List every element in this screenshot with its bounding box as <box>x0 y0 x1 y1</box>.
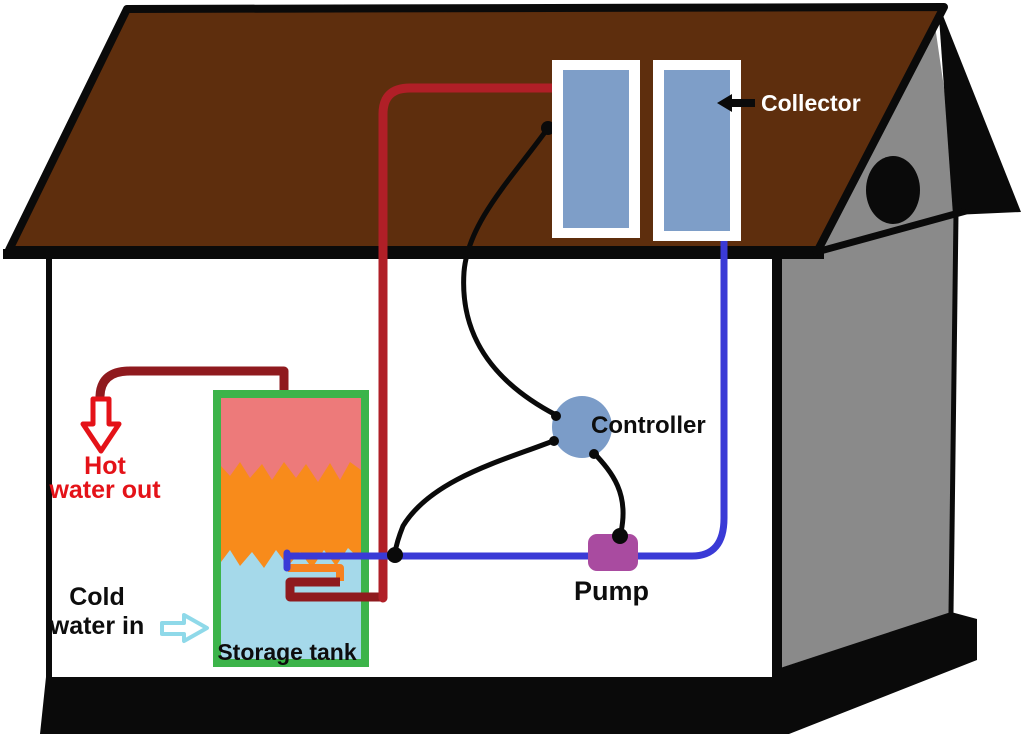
foundation-base <box>40 612 977 734</box>
controller-label: Controller <box>591 412 706 439</box>
collector-panels <box>552 60 741 241</box>
cold-water-in-line1: Cold <box>69 583 125 611</box>
tank-warm-layer <box>221 462 361 568</box>
storage-tank-label: Storage tank <box>217 639 357 665</box>
pump-label: Pump <box>574 576 650 606</box>
hot-water-out-label: Hot water out <box>38 452 172 504</box>
collector-panel-2-glass <box>664 70 730 231</box>
controller-contact-bottom <box>589 449 599 459</box>
cold-water-in-line2: water in <box>49 612 145 640</box>
right-hollow-arrow-icon <box>160 613 209 643</box>
gable-bottom-line <box>812 207 967 257</box>
gable-window <box>866 156 920 224</box>
controller <box>552 396 612 458</box>
collector-panel-1-glass <box>563 70 629 228</box>
left-arrow-icon <box>717 94 755 112</box>
collector-sensor-dot <box>541 121 555 135</box>
wire-pump <box>590 449 626 535</box>
collector-supply-pipe <box>378 83 558 603</box>
controller-contact-top <box>551 411 561 421</box>
control-wires <box>392 125 626 556</box>
roof-edge-right <box>938 3 1021 215</box>
pump <box>588 534 638 571</box>
tank-hot-layer <box>221 398 361 482</box>
wire-collector-sensor <box>461 125 559 418</box>
coil-orange-run <box>288 564 344 581</box>
cold-water-in-label: Cold water in <box>30 583 164 641</box>
wire-junction-dots <box>387 121 628 563</box>
hot-water-out-pipe <box>95 366 289 401</box>
down-hollow-arrow-icon <box>80 396 122 454</box>
cold-return-pipe <box>283 236 728 572</box>
tank-sensor-dot <box>387 547 403 563</box>
hot-water-out-line2: water out <box>49 476 161 504</box>
collector-label: Collector <box>761 90 861 116</box>
side-wall <box>774 212 957 676</box>
coil-darkred-run <box>285 577 384 602</box>
wire-tank-sensor <box>392 438 556 556</box>
hot-water-out-line1: Hot <box>84 452 126 480</box>
side-wall-edge <box>948 212 959 614</box>
roof <box>5 3 948 254</box>
front-wall <box>50 256 774 677</box>
pump-wire-dot <box>612 528 628 544</box>
controller-contact-left <box>549 436 559 446</box>
